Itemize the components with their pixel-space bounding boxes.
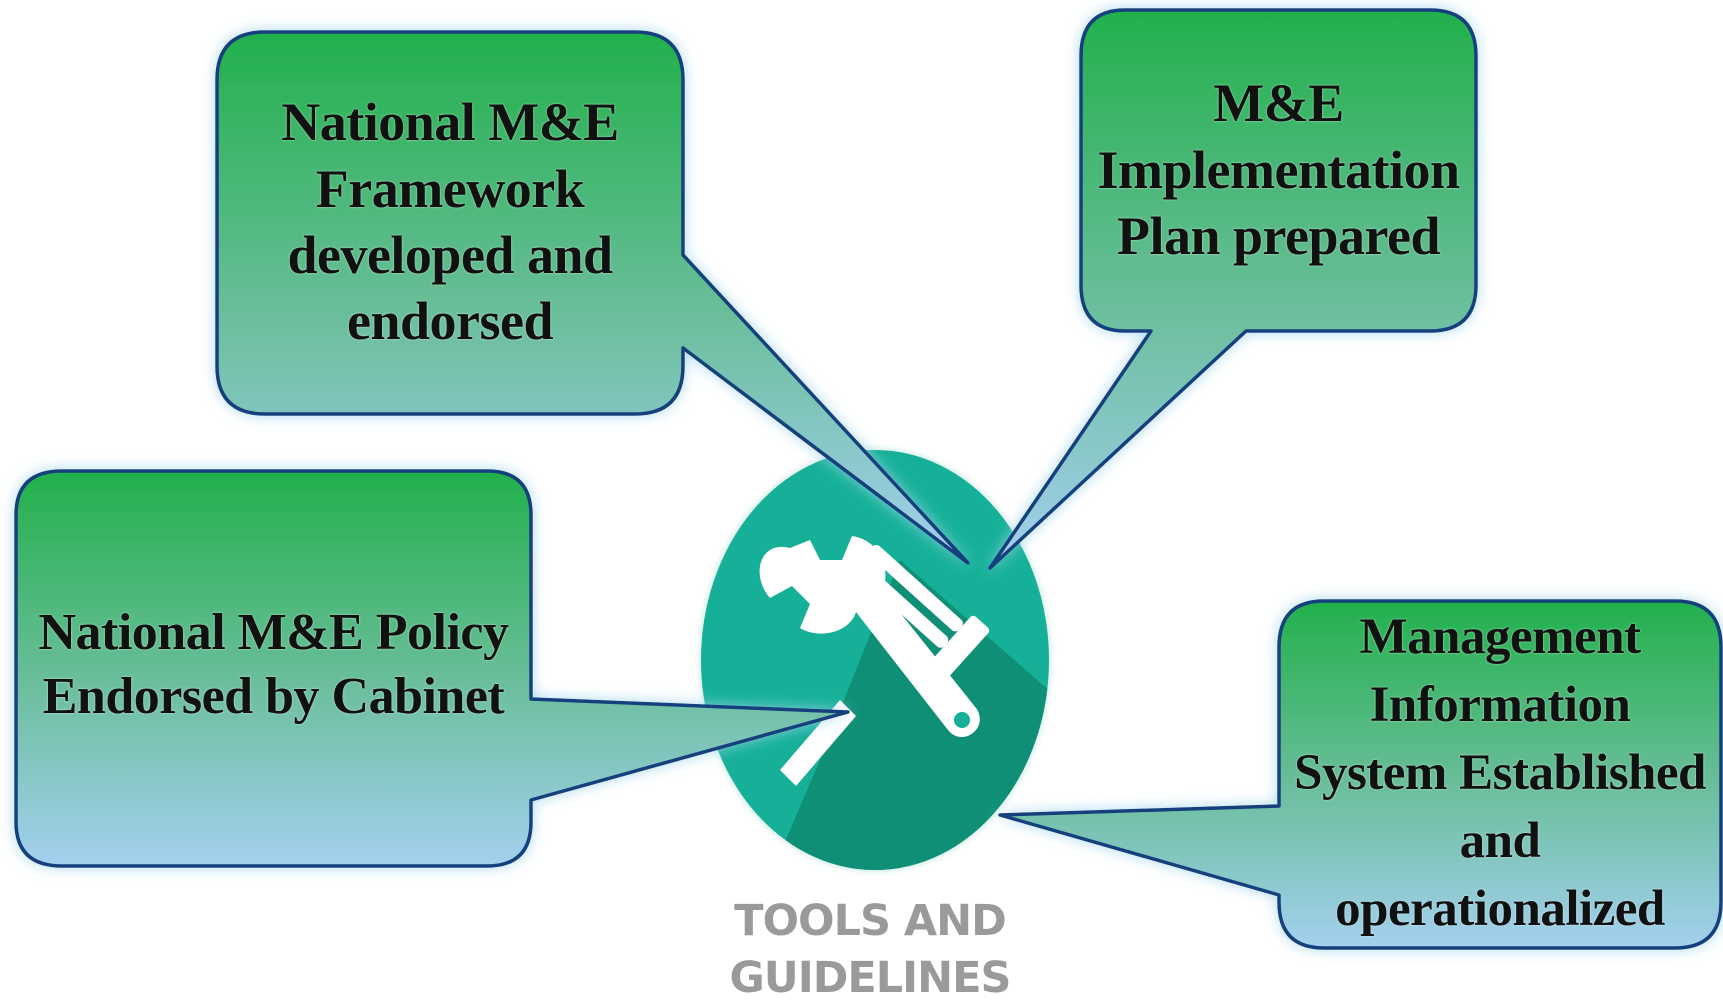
label-line: GUIDELINES bbox=[729, 952, 1011, 1003]
callout-framework-line: National M&E bbox=[281, 92, 619, 153]
callout-implementation-bubble bbox=[988, 8, 1478, 570]
callout-framework-line: endorsed bbox=[346, 291, 554, 352]
callout-mis-line: and bbox=[1459, 812, 1541, 869]
callout-mis-line: Management bbox=[1359, 609, 1641, 666]
callout-mis-line: operationalized bbox=[1335, 880, 1665, 937]
callout-framework-line: developed and bbox=[287, 225, 613, 285]
callout-framework-text: National M&E Framework developed and end… bbox=[217, 82, 683, 362]
callout-mis-line: System Established bbox=[1294, 745, 1706, 802]
callout-policy-line: Endorsed by Cabinet bbox=[42, 668, 505, 725]
callout-implementation-text: M&E Implementation Plan prepared bbox=[1081, 65, 1476, 275]
callout-implementation-line: Plan prepared bbox=[1116, 206, 1441, 267]
callout-mis-bubble bbox=[998, 599, 1723, 950]
callout-framework-line: Framework bbox=[315, 158, 585, 219]
callout-mis-text: Management Information System Establishe… bbox=[1279, 604, 1721, 944]
wrench-and-screwdriver-icon bbox=[759, 536, 990, 786]
tools-and-guidelines-label: TOOLS AND GUIDELINES bbox=[700, 893, 1040, 1007]
callout-policy-text: National M&E Policy Endorsed by Cabinet bbox=[16, 590, 531, 740]
label-line: TOOLS AND bbox=[734, 896, 1007, 946]
callout-implementation-line: M&E bbox=[1213, 73, 1344, 134]
callout-framework-bubble bbox=[215, 30, 970, 565]
callout-policy-line: National M&E Policy bbox=[38, 604, 509, 662]
callout-implementation-line: Implementation bbox=[1097, 139, 1460, 200]
callout-mis-line: Information bbox=[1369, 677, 1631, 734]
tools-circle bbox=[699, 448, 1051, 872]
callout-policy-bubble bbox=[14, 469, 850, 868]
